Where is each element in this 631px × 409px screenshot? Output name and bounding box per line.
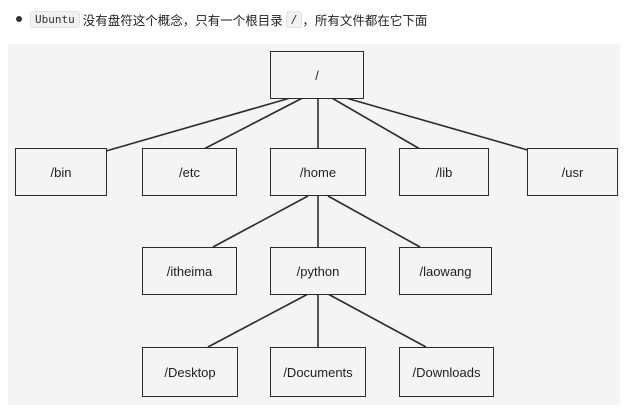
- node-python: /python: [270, 247, 366, 295]
- node-root: /: [270, 51, 364, 99]
- edge-python-downloads: [327, 293, 427, 348]
- edge-root-bin: [105, 89, 319, 152]
- node-laowang-label: /laowang: [419, 263, 472, 279]
- node-itheima: /itheima: [142, 247, 237, 295]
- node-usr-label: /usr: [561, 164, 584, 180]
- node-root-label: /: [315, 67, 319, 83]
- connector-lines: [105, 89, 532, 348]
- note-line: Ubuntu 没有盘符这个概念，只有一个根目录 / ，所有文件都在它下面: [16, 8, 427, 30]
- directory-tree-diagram: / /bin /etc /home /lib /usr /itheima /py…: [8, 44, 620, 405]
- node-downloads-label: /Downloads: [412, 364, 481, 380]
- edge-root-lib: [317, 89, 421, 150]
- node-desktop: /Desktop: [142, 347, 238, 397]
- node-usr: /usr: [527, 148, 618, 196]
- node-itheima-label: /itheima: [166, 263, 213, 279]
- edge-python-desktop: [207, 293, 309, 348]
- node-documents: /Documents: [270, 347, 366, 397]
- node-etc-label: /etc: [179, 164, 200, 180]
- note-text-2: ，所有文件都在它下面: [302, 12, 428, 28]
- edge-root-usr: [317, 89, 532, 152]
- node-lib: /lib: [399, 148, 489, 196]
- node-bin: /bin: [15, 148, 107, 196]
- edge-home-itheima: [212, 195, 309, 248]
- node-documents-label: /Documents: [283, 364, 353, 380]
- node-etc: /etc: [142, 148, 237, 196]
- node-downloads: /Downloads: [399, 347, 494, 397]
- node-bin-label: /bin: [50, 164, 72, 180]
- edge-home-laowang: [327, 195, 421, 248]
- inline-code-ubuntu: Ubuntu: [30, 10, 80, 28]
- edge-root-etc: [199, 89, 319, 152]
- bullet-dot: [16, 16, 22, 22]
- inline-code-root: /: [285, 10, 303, 28]
- node-desktop-label: /Desktop: [164, 364, 216, 380]
- node-python-label: /python: [296, 263, 340, 279]
- node-home: /home: [270, 148, 366, 196]
- note-text-1: 没有盘符这个概念，只有一个根目录: [82, 12, 283, 28]
- node-home-label: /home: [299, 164, 337, 180]
- node-lib-label: /lib: [435, 164, 453, 180]
- node-laowang: /laowang: [399, 247, 492, 295]
